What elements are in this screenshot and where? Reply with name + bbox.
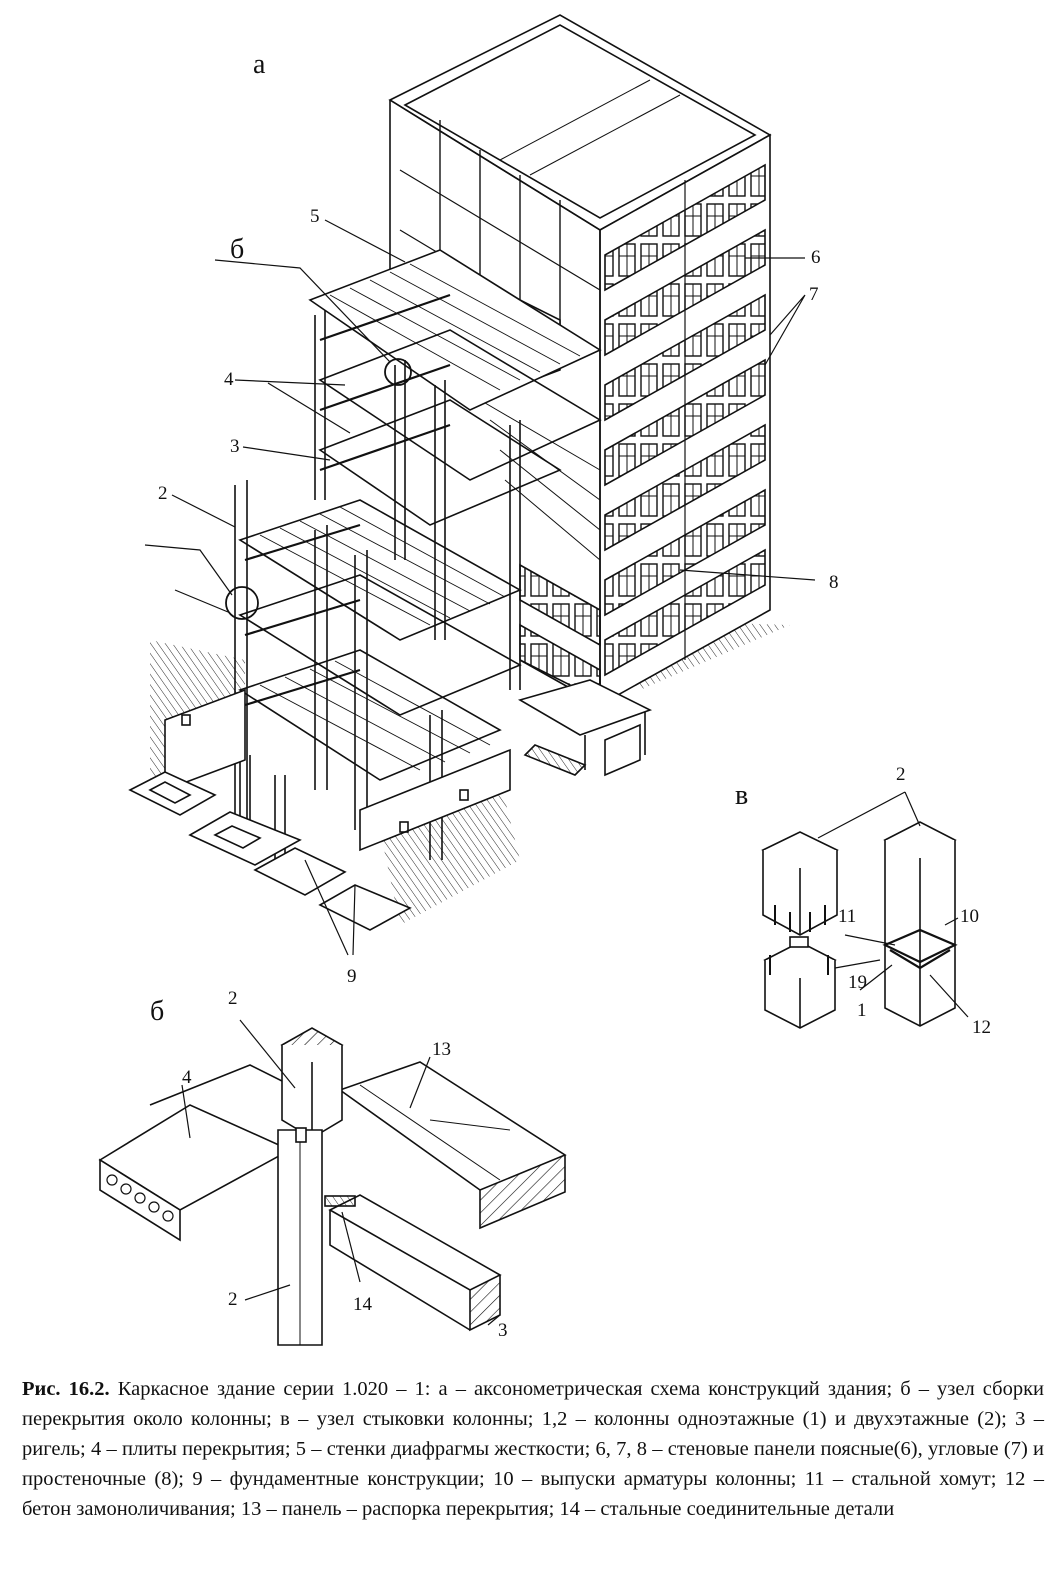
figure-caption-text: Каркасное здание серии 1.020 – 1: а – ак… (22, 1378, 1044, 1520)
callout-b-2-top: 2 (228, 988, 238, 1009)
callout-main-5: 5 (310, 206, 320, 227)
callout-v-11: 11 (838, 906, 856, 927)
foundations (128, 771, 412, 931)
panel-label-a: а (253, 49, 266, 80)
panel-label-b-main: б (230, 234, 244, 265)
construction-diagram: а б 5 4 3 2 6 7 8 9 в 2 11 10 19 1 12 (98, 14, 991, 1346)
node-marker-lower (225, 586, 259, 620)
callout-b-2-bottom: 2 (228, 1289, 238, 1310)
callout-main-2: 2 (158, 483, 168, 504)
callout-v-2: 2 (896, 764, 906, 785)
callout-main-6: 6 (811, 247, 821, 268)
callout-main-3: 3 (230, 436, 240, 457)
callout-main-8: 8 (829, 572, 839, 593)
callout-b-14: 14 (353, 1294, 373, 1315)
callout-b-4: 4 (182, 1067, 192, 1088)
callout-v-19: 19 (848, 972, 867, 993)
callout-b-13: 13 (432, 1039, 451, 1060)
node-marker-upper (384, 358, 412, 386)
panel-label-v: в (735, 780, 748, 811)
column-joint-detail (761, 791, 969, 1029)
callout-main-7: 7 (809, 284, 819, 305)
figure-caption-lead: Рис. 16.2. (22, 1378, 110, 1400)
callout-v-12: 12 (972, 1017, 991, 1038)
slab-node-detail (98, 1019, 567, 1346)
callout-b-3: 3 (498, 1320, 508, 1341)
callout-main-9: 9 (347, 966, 357, 987)
building-axonometric (128, 14, 816, 956)
panel-label-b-detail: б (150, 996, 164, 1027)
figure-caption: Рис. 16.2. Каркасное здание серии 1.020 … (22, 1374, 1044, 1524)
callout-v-10: 10 (960, 906, 979, 927)
callout-main-4: 4 (224, 369, 234, 390)
callout-v-1: 1 (857, 1000, 867, 1021)
